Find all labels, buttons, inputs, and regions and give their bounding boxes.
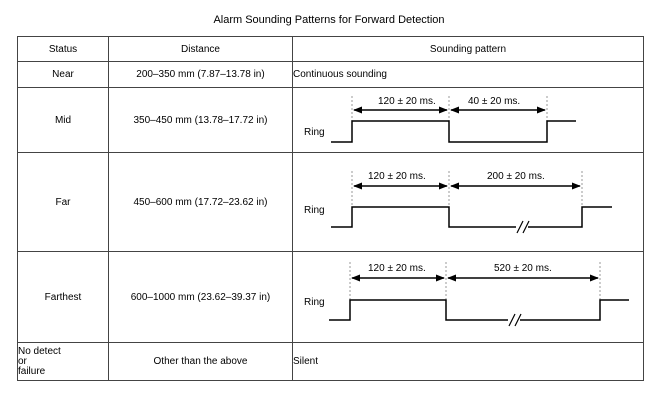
table-row: Farthest 600–1000 mm (23.62–39.37 in) 12… bbox=[17, 251, 644, 343]
break-mark bbox=[522, 220, 530, 234]
break-mark bbox=[514, 313, 522, 327]
off-duration-label: 40 ± 20 ms. bbox=[468, 96, 520, 107]
pulse-line bbox=[329, 299, 508, 321]
distance-cell: 200–350 mm (7.87–13.78 in) bbox=[108, 61, 293, 88]
distance-cell: 350–450 mm (13.78–17.72 in) bbox=[108, 87, 293, 153]
on-duration-label: 120 ± 20 ms. bbox=[368, 171, 426, 182]
status-line: or bbox=[18, 355, 27, 367]
status-line: failure bbox=[18, 365, 46, 377]
distance-header: Distance bbox=[108, 36, 293, 62]
on-duration-label: 120 ± 20 ms. bbox=[368, 263, 426, 274]
distance-cell: 450–600 mm (17.72–23.62 in) bbox=[108, 152, 293, 252]
header-row: Status Distance Sounding pattern bbox=[17, 36, 644, 62]
status-cell: Far bbox=[17, 152, 109, 252]
ring-label: Ring bbox=[304, 297, 325, 308]
pattern-cell: Silent bbox=[292, 342, 644, 381]
pattern-cell: 120 ± 20 ms. 40 ± 20 ms. Ring bbox=[292, 87, 644, 153]
pattern-cell: 120 ± 20 ms. 200 ± 20 ms. Ring bbox=[292, 152, 644, 252]
alarm-pattern-table: Status Distance Sounding pattern Near 20… bbox=[17, 36, 644, 381]
distance-cell: Other than the above bbox=[108, 342, 293, 381]
status-cell: No detect or failure bbox=[17, 342, 109, 381]
pulse-line bbox=[528, 206, 612, 228]
pattern-header: Sounding pattern bbox=[292, 36, 644, 62]
status-cell: Mid bbox=[17, 87, 109, 153]
waveform-farthest: 120 ± 20 ms. 520 ± 20 ms. Ring bbox=[304, 262, 629, 327]
status-header: Status bbox=[17, 36, 109, 62]
ring-label: Ring bbox=[304, 205, 325, 216]
table-row: No detect or failure Other than the abov… bbox=[17, 342, 644, 381]
table-row: Mid 350–450 mm (13.78–17.72 in) 120 ± 20… bbox=[17, 87, 644, 153]
table-title: Alarm Sounding Patterns for Forward Dete… bbox=[213, 14, 445, 26]
waveform-far: 120 ± 20 ms. 200 ± 20 ms. Ring bbox=[304, 171, 612, 234]
status-line: No detect bbox=[18, 345, 61, 357]
pulse-line bbox=[331, 120, 576, 143]
break-mark bbox=[516, 220, 524, 234]
distance-cell: 600–1000 mm (23.62–39.37 in) bbox=[108, 251, 293, 343]
on-duration-label: 120 ± 20 ms. bbox=[378, 96, 436, 107]
status-cell: Farthest bbox=[17, 251, 109, 343]
pulse-line bbox=[520, 299, 629, 321]
pattern-cell: Continuous sounding bbox=[292, 61, 644, 88]
pulse-line bbox=[331, 206, 516, 228]
table-row: Far 450–600 mm (17.72–23.62 in) 120 ± 20… bbox=[17, 152, 644, 252]
waveform-mid: 120 ± 20 ms. 40 ± 20 ms. Ring bbox=[304, 96, 576, 143]
off-duration-label: 520 ± 20 ms. bbox=[494, 263, 552, 274]
break-mark bbox=[508, 313, 516, 327]
off-duration-label: 200 ± 20 ms. bbox=[487, 171, 545, 182]
status-cell: Near bbox=[17, 61, 109, 88]
ring-label: Ring bbox=[304, 127, 325, 138]
pattern-cell: 120 ± 20 ms. 520 ± 20 ms. Ring bbox=[292, 251, 644, 343]
table-row: Near 200–350 mm (7.87–13.78 in) Continuo… bbox=[17, 61, 644, 88]
